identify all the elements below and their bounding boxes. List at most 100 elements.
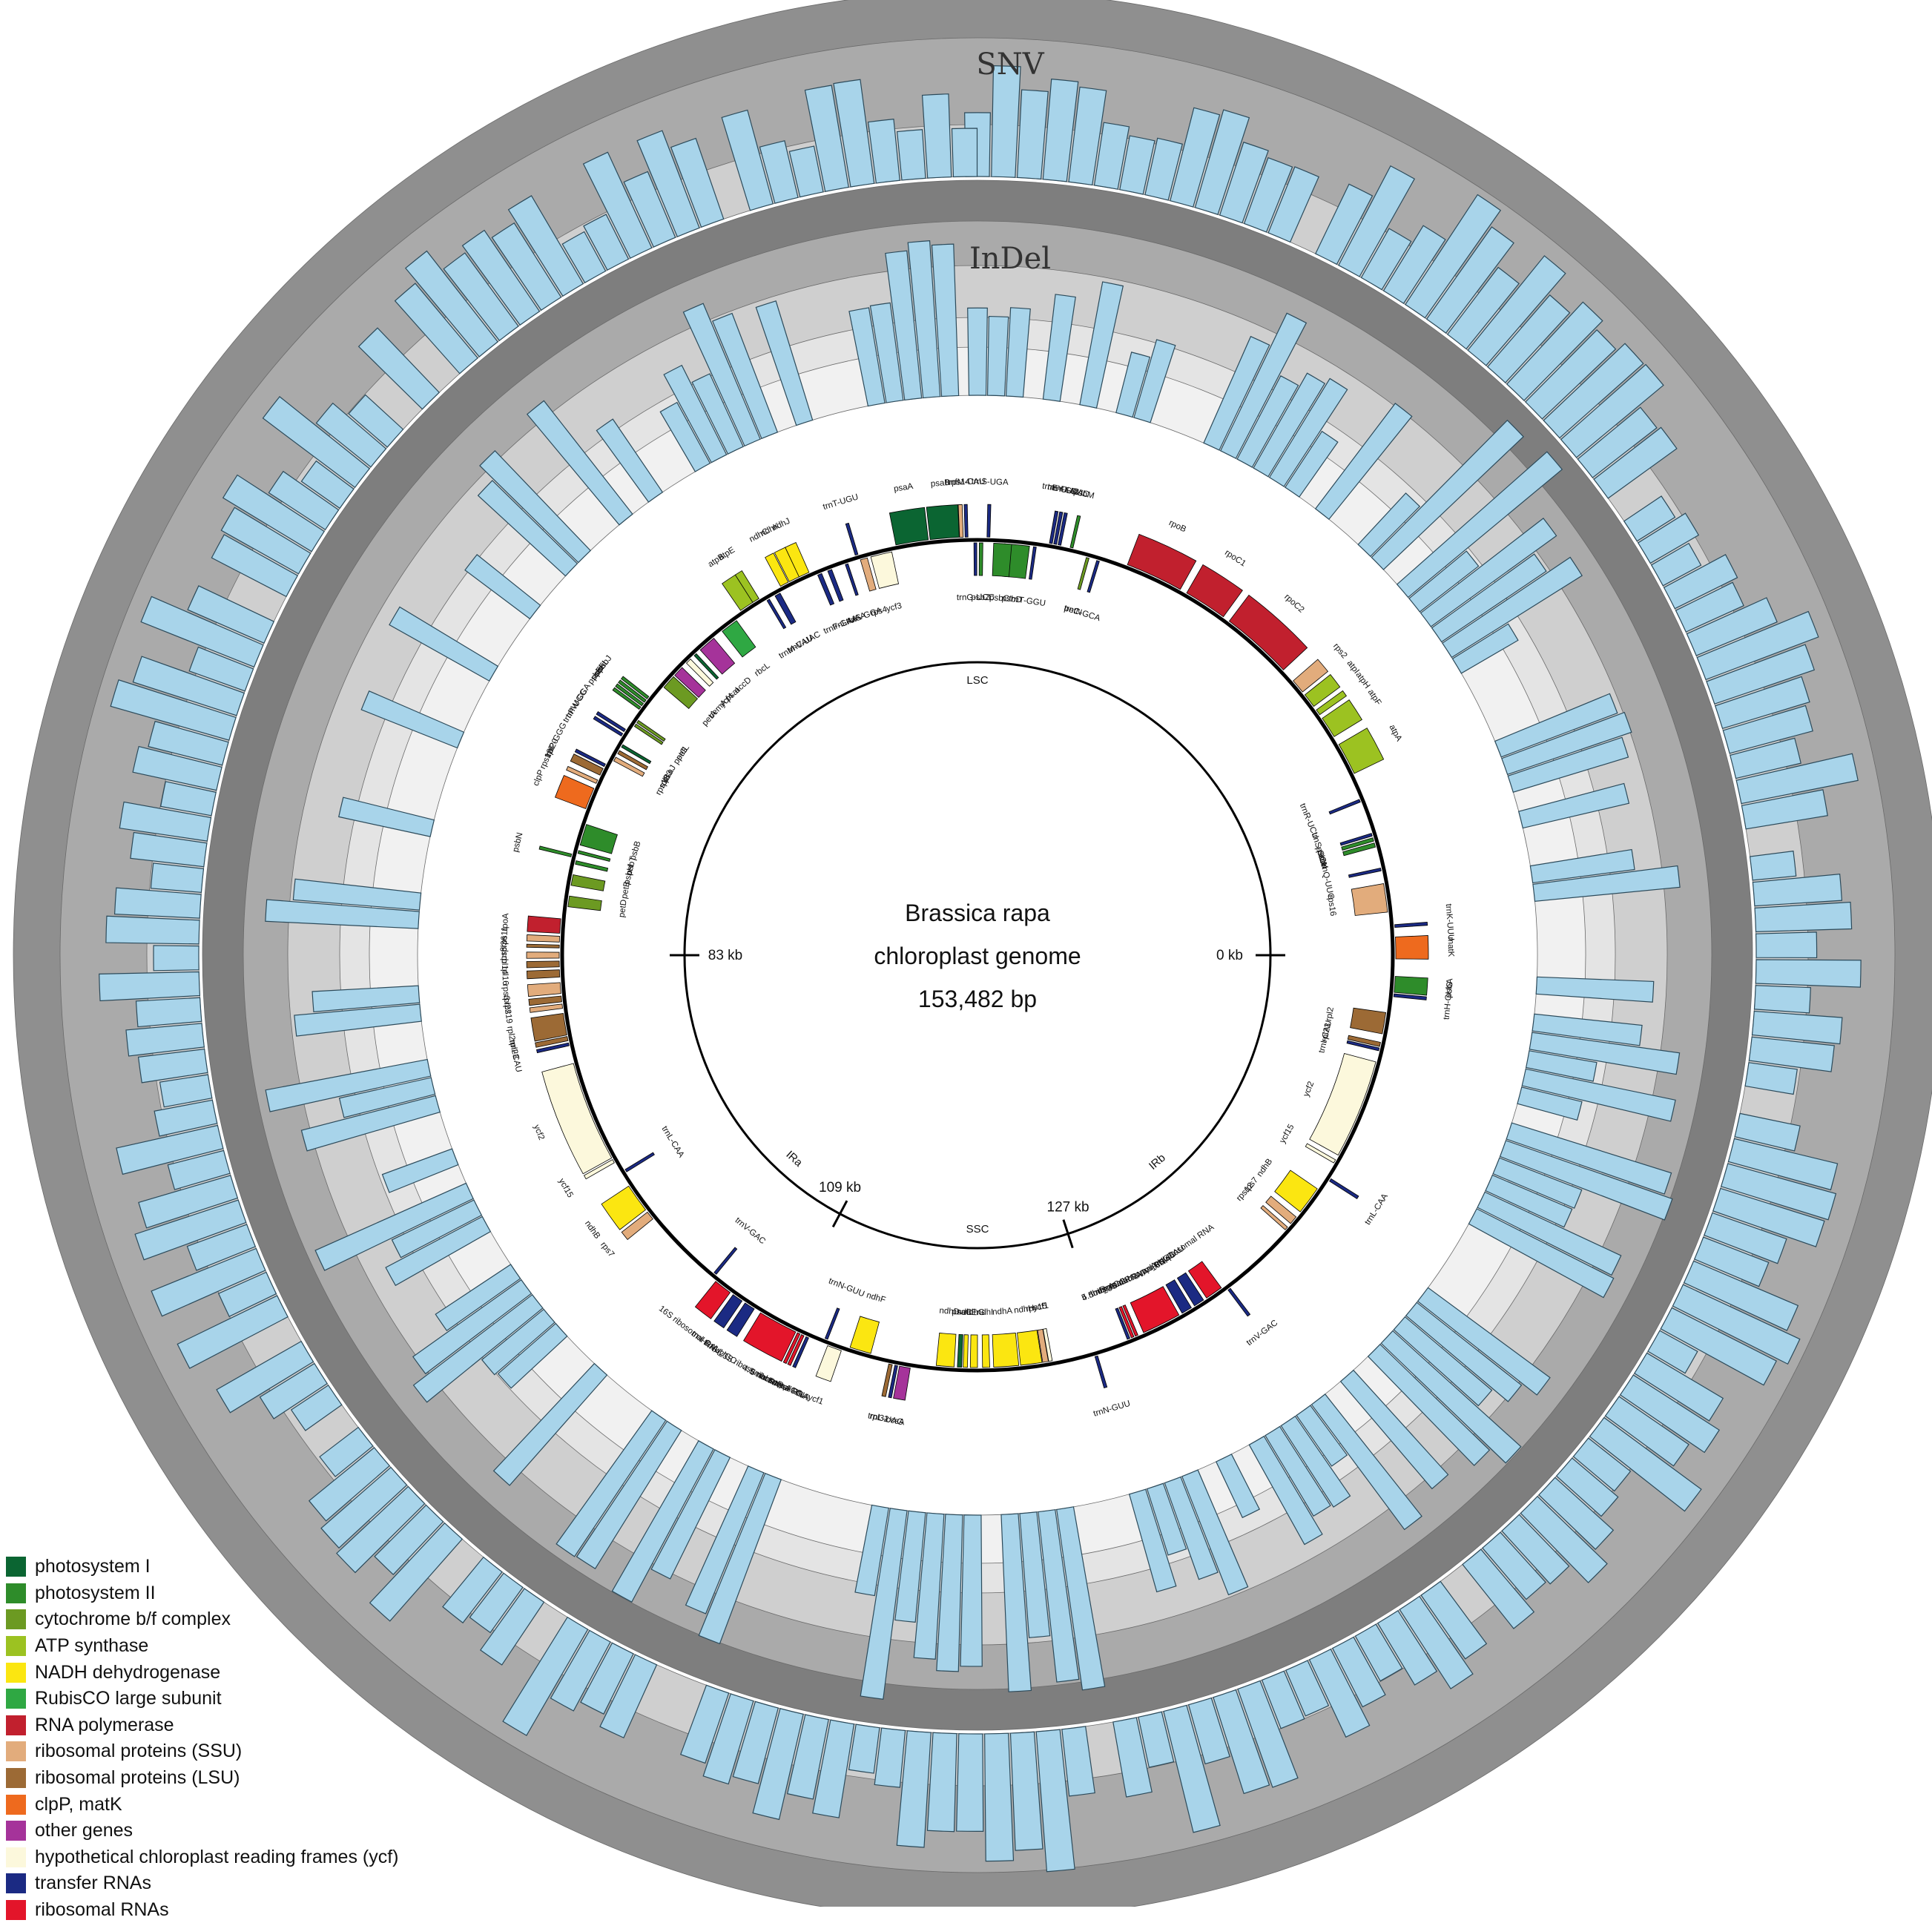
gene-block-36 — [785, 541, 810, 578]
indel-bar-27 — [1532, 865, 1681, 902]
gene-block-130 — [1395, 935, 1429, 960]
snv-bar-83 — [1138, 1711, 1175, 1768]
gene-block-48 — [663, 676, 699, 710]
kb-label-0: 0 kb — [1216, 948, 1243, 963]
gene-block-118 — [1227, 1287, 1251, 1317]
snv-bar-19 — [1446, 266, 1520, 350]
snv-bar-93 — [848, 1724, 880, 1774]
gene-block-22 — [992, 543, 1012, 578]
snv-bar-1 — [991, 65, 1021, 178]
snv-bar-166 — [759, 140, 799, 204]
snv-bar-86 — [1035, 1729, 1075, 1873]
gene-block-25 — [973, 542, 977, 576]
gene-block-97 — [849, 1316, 880, 1354]
snv-bar-167 — [788, 145, 824, 198]
indel-bar-53 — [1164, 1476, 1219, 1580]
snv-bar-171 — [896, 129, 926, 181]
gene-block-108 — [1037, 1328, 1049, 1363]
legend-item: ribosomal RNAs — [6, 1897, 399, 1923]
gene-block-15 — [1077, 557, 1089, 590]
snv-bar-103 — [502, 1616, 589, 1736]
snv-bar-12 — [1267, 166, 1319, 243]
gene-block-58 — [617, 750, 649, 771]
kb-label-3: 127 kb — [1047, 1200, 1089, 1216]
indel-bar-8 — [1219, 312, 1308, 459]
gene-label-0: rps16 — [1325, 894, 1337, 917]
gene-label-106: ndhA — [992, 1307, 1013, 1317]
indel-bar-11 — [1268, 377, 1348, 487]
gene-block-9 — [1304, 673, 1341, 707]
snv-bar-152 — [357, 327, 441, 410]
gene-label-129: psbA — [1445, 978, 1455, 998]
legend-label: RNA polymerase — [35, 1714, 174, 1735]
indel-bar-76 — [412, 1279, 533, 1375]
snv-bar-150 — [315, 402, 387, 468]
gene-block-101 — [935, 1332, 957, 1368]
snv-bar-106 — [442, 1556, 503, 1624]
gene-block-32 — [845, 522, 859, 556]
indel-bar-32 — [1521, 1068, 1676, 1122]
gene-block-63 — [554, 775, 595, 809]
snv-bar-43 — [1754, 901, 1853, 932]
snv-bar-96 — [752, 1708, 804, 1821]
snv-bar-107 — [369, 1522, 464, 1622]
snv-bar-92 — [874, 1727, 906, 1788]
gene-label-28: psaB — [930, 478, 950, 489]
indel-bar-95 — [526, 400, 633, 526]
snv-bar-114 — [259, 1362, 328, 1419]
gene-block-85 — [601, 1185, 647, 1230]
indel-bar-42 — [1393, 1316, 1493, 1407]
gene-block-126 — [1347, 1035, 1381, 1047]
snv-bar-116 — [177, 1295, 289, 1369]
genome-backbone — [560, 538, 1395, 1373]
legend-item: transfer RNAs — [6, 1870, 399, 1897]
indel-bar-74 — [481, 1308, 555, 1376]
snv-bar-71 — [1420, 1580, 1488, 1660]
legend-swatch — [6, 1900, 26, 1921]
gene-block-111 — [1115, 1307, 1131, 1340]
legend-label: ribosomal RNAs — [35, 1899, 169, 1921]
indel-bar-72 — [492, 1362, 608, 1486]
indel-bar-22 — [1494, 693, 1618, 758]
legend-swatch — [6, 1662, 26, 1683]
snv-bar-36 — [1714, 676, 1810, 730]
gene-block-131 — [1394, 922, 1428, 928]
gene-block-18 — [1053, 511, 1064, 545]
snv-bar-126 — [137, 1048, 208, 1083]
indel-bar-103 — [848, 307, 886, 407]
indel-bar-17 — [1408, 550, 1480, 613]
snv-bar-85 — [1061, 1726, 1095, 1797]
gene-block-3 — [1341, 837, 1374, 851]
snv-bar-151 — [348, 394, 404, 448]
snv-bar-101 — [580, 1642, 634, 1715]
gene-block-46 — [685, 659, 714, 687]
gene-label-67: psbH — [623, 864, 636, 885]
indel-bar-28 — [1535, 976, 1655, 1003]
gene-block-49 — [621, 676, 650, 699]
indel-bar-19 — [1431, 553, 1547, 643]
gene-block-26 — [963, 504, 969, 538]
legend-label: hypothetical chloroplast reading frames … — [35, 1846, 399, 1867]
snv-bar-81 — [1187, 1697, 1230, 1765]
gene-label-21: psbD — [1001, 594, 1022, 605]
snv-bar-31 — [1663, 553, 1738, 610]
indel-bar-57 — [1038, 1509, 1080, 1683]
indel-bar-87 — [265, 899, 420, 929]
indel-bar-100 — [682, 303, 761, 447]
gene-block-1 — [1348, 868, 1382, 878]
gene-label-22: psbC — [989, 593, 1010, 604]
snv-bar-164 — [670, 137, 725, 228]
indel-bar-0 — [967, 307, 988, 396]
gene-block-11 — [1228, 594, 1308, 670]
snv-bar-32 — [1675, 581, 1744, 633]
indel-histogram — [265, 240, 1681, 1700]
indel-bar-52 — [1181, 1469, 1249, 1596]
gene-block-119 — [1260, 1205, 1288, 1230]
snv-bar-91 — [896, 1730, 932, 1848]
snv-bar-168 — [804, 85, 849, 192]
indel-bar-31 — [1525, 1050, 1598, 1082]
indel-bar-105 — [885, 250, 923, 401]
indel-bar-68 — [650, 1448, 731, 1580]
gene-block-61 — [570, 753, 604, 776]
